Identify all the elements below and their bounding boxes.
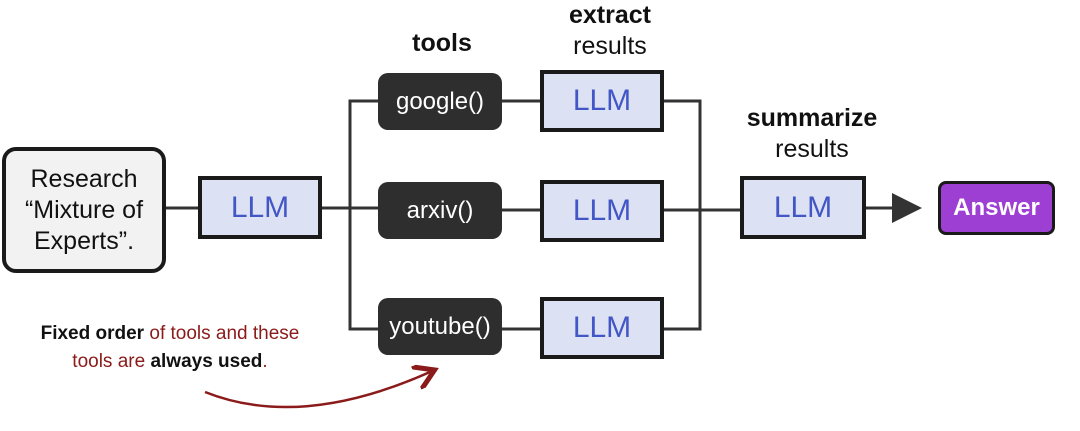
router-llm-box: LLM — [198, 176, 322, 239]
tool-google: google() — [378, 73, 502, 130]
red-curved-arrow — [204, 372, 430, 409]
tools-heading: tools — [412, 29, 472, 57]
summarize-heading-normal: results — [775, 135, 849, 163]
extract-llm-youtube: LLM — [540, 297, 664, 359]
tool-arxiv: arxiv() — [378, 182, 502, 239]
extract-llm-google: LLM — [540, 70, 664, 132]
research-query-box: Research “Mixture of Experts”. — [2, 147, 166, 273]
note-bold-end: always used — [150, 351, 263, 372]
note-end: . — [262, 351, 268, 372]
query-line-3: Experts”. — [33, 226, 135, 255]
note-line2-start: tools are — [72, 351, 151, 372]
query-line-1: Research — [30, 164, 138, 193]
tool-youtube: youtube() — [378, 298, 502, 355]
query-line-2: “Mixture of — [24, 195, 144, 224]
note-middle: of tools and these — [144, 323, 300, 344]
extract-heading-bold: extract — [569, 1, 651, 29]
summarize-heading-bold: summarize — [746, 104, 878, 132]
fixed-order-note: Fixed order of tools and these tools are… — [20, 320, 320, 376]
extract-llm-arxiv: LLM — [540, 180, 664, 242]
answer-box: Answer — [938, 181, 1055, 235]
note-bold-start: Fixed order — [40, 323, 145, 344]
summarize-llm-box: LLM — [740, 176, 866, 239]
summarize-heading: summarize results — [730, 103, 894, 165]
extract-heading: extract results — [530, 0, 690, 62]
extract-heading-normal: results — [573, 32, 647, 60]
